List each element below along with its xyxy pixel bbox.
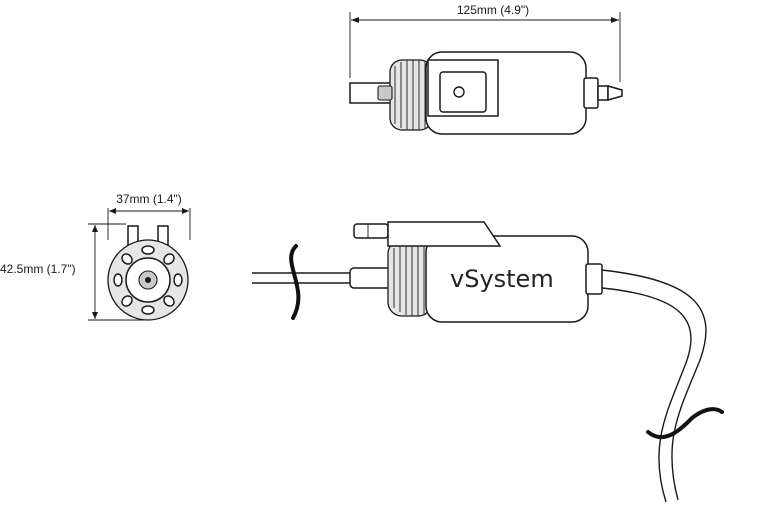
- left-break-mark: [289, 244, 301, 320]
- top-clip: [427, 59, 499, 117]
- top-knurled-cap: [377, 59, 433, 131]
- top-view: 125mm (4.9"): [349, 3, 623, 135]
- end-view: 37mm (1.4") 42.5mm (1.7"): [0, 192, 191, 321]
- diameter-label: 37mm (1.4"): [116, 192, 182, 206]
- length-dimension: 125mm (4.9"): [349, 3, 621, 82]
- brand-label: vSystem: [450, 265, 554, 293]
- height-label: 42.5mm (1.7"): [0, 262, 76, 276]
- side-end-connector: [585, 263, 603, 295]
- top-end-connector: [583, 77, 623, 109]
- side-view: vSystem: [252, 221, 724, 503]
- side-strain-relief: [349, 267, 393, 289]
- height-dimension: 42.5mm (1.7"): [0, 223, 148, 321]
- side-clip: [353, 221, 502, 247]
- end-knurl-holes: [113, 245, 183, 315]
- side-knurled-cap: [387, 239, 433, 317]
- right-cable-bottom: [601, 287, 692, 503]
- right-cable-top: [601, 269, 707, 501]
- length-label: 125mm (4.9"): [457, 3, 529, 17]
- diameter-dimension: 37mm (1.4"): [107, 192, 191, 240]
- right-break-mark: [646, 407, 724, 440]
- end-center-pin: [145, 277, 151, 283]
